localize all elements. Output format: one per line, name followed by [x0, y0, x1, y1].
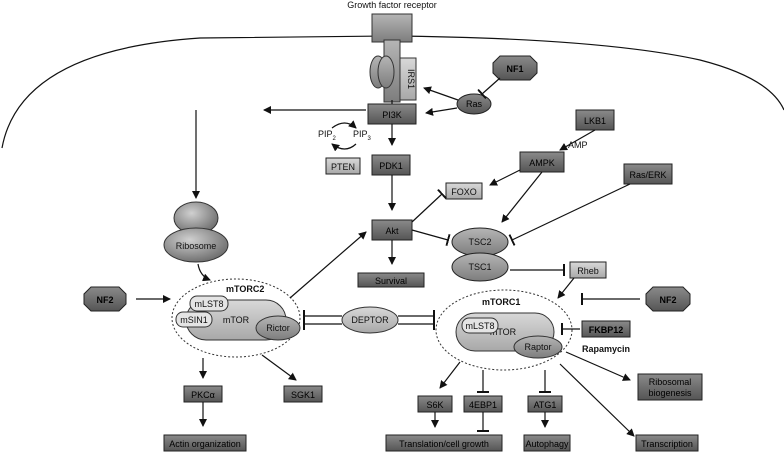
mtorc1-mlst8	[461, 317, 499, 334]
mtorc2-msin1-label: mSIN1	[180, 315, 208, 325]
nf2-right-node	[645, 286, 691, 312]
ribosome-label: Ribosome	[176, 241, 217, 251]
lkb1-label: LKB1	[584, 116, 606, 126]
mtorc2-mlst8-label: mLST8	[194, 299, 223, 309]
edge-akt-inhibits-foxo	[411, 188, 447, 223]
mtorc2-mtor-label: mTOR	[223, 315, 250, 325]
ras-erk-label: Ras/ERK	[629, 170, 666, 180]
rheb-node	[569, 261, 607, 279]
mtorc2-label: mTORC2	[226, 284, 264, 294]
nf1-label: NF1	[506, 64, 523, 74]
ras-erk-node	[623, 163, 673, 185]
pip3-label: PIP3	[353, 129, 372, 142]
autophagy-node	[523, 434, 571, 452]
growth-factor-receptor: IRS1	[369, 13, 417, 103]
pip2-label: PIP2	[318, 129, 337, 142]
raptor-label: Raptor	[524, 342, 551, 352]
akt-label: Akt	[385, 226, 399, 236]
sgk1-node	[283, 385, 323, 403]
irs1-label: IRS1	[406, 69, 416, 89]
raptor-node	[513, 335, 563, 359]
edge-mtorc1-to-s6k	[439, 361, 461, 389]
nf2-left-node	[83, 286, 127, 312]
survival-label: Survival	[375, 276, 407, 286]
translation-cell-growth-node	[385, 434, 503, 452]
mtorc2-msin1	[175, 311, 213, 328]
edge-ribosome-to-mtorc2	[197, 263, 211, 282]
ribosomal-biogenesis-label-1: Ribosomal	[649, 377, 692, 387]
autophagy-label: Autophagy	[525, 439, 569, 449]
edge-mtorc1-to-ribosomal-biogenesis	[565, 351, 631, 381]
edge-nf1-inhibits-ras	[477, 77, 501, 100]
mtorc2-mlst8	[189, 295, 229, 312]
sgk1-label: SGK1	[291, 390, 315, 400]
receptor-title: Growth factor receptor	[347, 0, 437, 10]
pi3k-label: PI3K	[382, 110, 402, 120]
edge-mtorc1-to-transcription	[559, 363, 635, 437]
rapamycin-label: Rapamycin	[582, 344, 630, 354]
edge-rheb-to-mtorc1	[557, 277, 575, 299]
fkbp12-label: FKBP12	[589, 325, 624, 335]
pten-node	[325, 157, 361, 175]
survival-node	[357, 272, 425, 288]
nf2-right-label: NF2	[659, 295, 676, 305]
mtorc1-complex-boundary	[435, 289, 573, 371]
deptor-node	[341, 306, 399, 334]
ribosomal-biogenesis-node	[637, 373, 703, 401]
edge-ampk-to-tsc2	[501, 171, 543, 223]
actin-organization-node	[163, 434, 247, 452]
amp-label: AMP	[568, 140, 588, 150]
mtorc1-label: mTORC1	[482, 297, 520, 307]
actin-organization-label: Actin organization	[169, 439, 241, 449]
translation-cell-growth-label: Translation/cell growth	[399, 439, 489, 449]
ribosome-node	[163, 201, 229, 263]
ampk-label: AMPK	[529, 158, 555, 168]
rictor-node	[255, 315, 301, 341]
cell-membrane	[1, 35, 784, 149]
mtorc2-complex-boundary	[171, 278, 301, 358]
edge-ras-to-pi3k	[425, 107, 458, 116]
edge-ras-erk-inhibits-tsc2	[508, 183, 631, 246]
edge-akt-inhibits-tsc2	[411, 229, 451, 247]
pdk1-label: PDK1	[379, 161, 403, 171]
pip-conversion-top	[331, 120, 357, 129]
edge-lkb1-to-ampk	[559, 129, 596, 151]
pten-label: PTEN	[331, 162, 355, 172]
edge-mtorc2-to-sgk1	[261, 354, 297, 381]
tsc1-node	[451, 252, 509, 282]
tsc1-label: TSC1	[468, 262, 491, 272]
foxo-label: FOXO	[451, 187, 477, 197]
ras-label: Ras	[466, 99, 483, 109]
mtorc1-mtor-label: mTOR	[490, 327, 517, 337]
4ebp1-label: 4EBP1	[469, 400, 497, 410]
rictor-label: Rictor	[266, 323, 290, 333]
atg1-label: ATG1	[534, 400, 557, 410]
nf1-node	[492, 55, 538, 81]
edge-ampk-to-foxo	[489, 169, 521, 186]
rheb-label: Rheb	[577, 266, 599, 276]
deptor-label: DEPTOR	[351, 315, 389, 325]
nf2-left-label: NF2	[96, 295, 113, 305]
edge-mtorc2-to-akt	[289, 231, 367, 299]
transcription-label: Transcription	[641, 439, 693, 449]
pkc-label: PKCα	[191, 390, 215, 400]
fkbp12-node	[581, 320, 631, 338]
tsc2-label: TSC2	[468, 237, 491, 247]
ribosomal-biogenesis-label-2: biogenesis	[648, 388, 692, 398]
transcription-node	[635, 434, 699, 452]
edge-ras-to-irs1	[423, 86, 459, 101]
s6k-label: S6K	[426, 400, 443, 410]
mtorc1-mlst8-label: mLST8	[465, 321, 494, 331]
pip-conversion-bottom	[331, 143, 357, 152]
pdk1-node	[371, 154, 411, 176]
